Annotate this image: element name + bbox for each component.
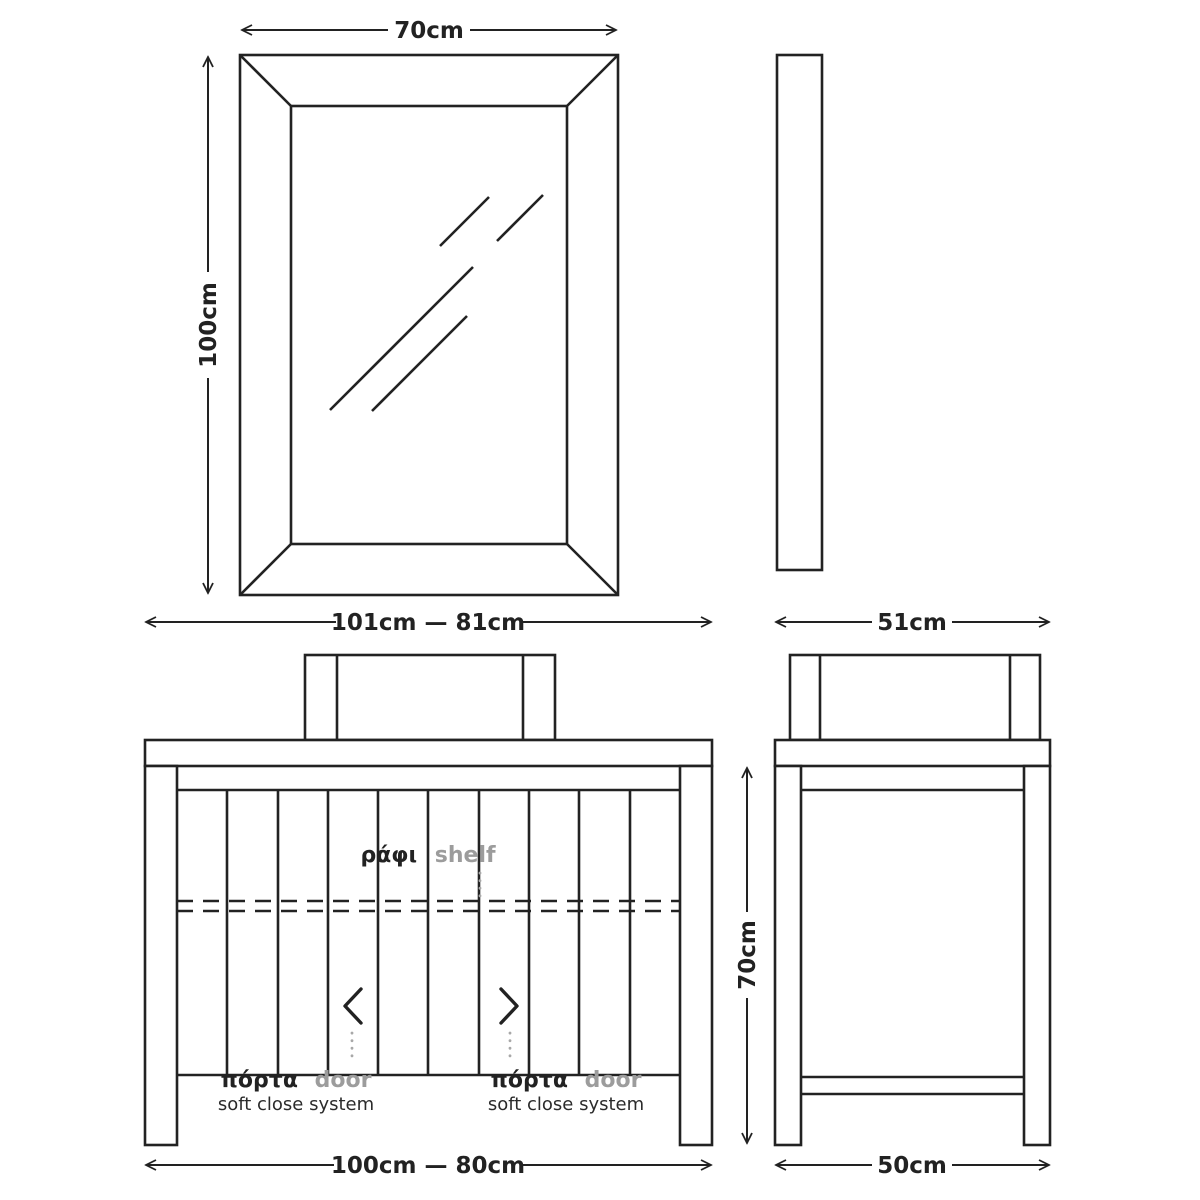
- mirror-width-dimension: 70cm: [242, 18, 616, 44]
- door-left-label-en: door: [315, 1068, 372, 1093]
- mirror-glint-line: [329, 266, 474, 411]
- door-slat-lines: [225, 790, 632, 1075]
- cabinet-side-top-width-dimension: 51cm: [776, 610, 1049, 636]
- door-left-label-gr: πόρτα: [221, 1068, 298, 1093]
- left-leg: [773, 764, 803, 1147]
- mirror-side-view: [775, 53, 824, 572]
- countertop: [143, 738, 714, 768]
- dimension-label: 70cm: [394, 18, 464, 44]
- mirror-bevel-line: [239, 543, 292, 596]
- mirror-side-profile: [775, 53, 824, 572]
- shelf-label: ράφι shelf: [360, 843, 496, 868]
- shelf-label-en: shelf: [435, 843, 496, 868]
- right-leg: [678, 764, 714, 1147]
- cabinet-front-view: ράφι shelf πόρτα door soft close system …: [143, 653, 714, 1147]
- countertop: [773, 738, 1052, 768]
- mirror-bevel-line: [566, 54, 619, 107]
- dimension-label: 100cm: [196, 282, 222, 368]
- dimension-label: 51cm: [877, 610, 947, 636]
- chevron-right-icon: [499, 987, 519, 1025]
- cabinet-front-height-dimension: 70cm: [735, 768, 761, 1143]
- dimension-label: 100cm — 80cm: [331, 1153, 525, 1179]
- door-left-label: πόρτα door: [221, 1068, 372, 1093]
- dimension-label: 70cm: [735, 920, 761, 990]
- cabinet-side-view: [773, 653, 1052, 1147]
- cabinet-front-top-width-dimension: 101cm — 81cm: [146, 610, 711, 636]
- backsplash: [303, 653, 557, 742]
- door-right-label-gr: πόρτα: [491, 1068, 568, 1093]
- left-leg: [143, 764, 179, 1147]
- door-right-sublabel: soft close system: [488, 1094, 644, 1115]
- mirror-front-view: [238, 53, 620, 597]
- door-left-sublabel: soft close system: [218, 1094, 374, 1115]
- mirror-height-dimension: 100cm: [196, 57, 222, 593]
- cabinet-front-bottom-width-dimension: 100cm — 80cm: [146, 1153, 711, 1179]
- door-right-label-en: door: [585, 1068, 642, 1093]
- door-right-label: πόρτα door: [491, 1068, 642, 1093]
- mirror-glint-line: [496, 194, 544, 242]
- shelf-label-gr: ράφι: [360, 843, 417, 868]
- cabinet-side-bottom-width-dimension: 50cm: [776, 1153, 1049, 1179]
- mirror-bevel-line: [239, 54, 292, 107]
- mirror-inner-frame: [289, 104, 569, 546]
- mirror-glint-line: [371, 315, 468, 412]
- chevron-left-icon: [343, 987, 363, 1025]
- dimension-label: 101cm — 81cm: [331, 610, 525, 636]
- mirror-glint-line: [439, 196, 490, 247]
- backsplash: [788, 653, 1042, 742]
- dimension-label: 50cm: [877, 1153, 947, 1179]
- mirror-bevel-line: [566, 543, 619, 596]
- right-leg: [1022, 764, 1052, 1147]
